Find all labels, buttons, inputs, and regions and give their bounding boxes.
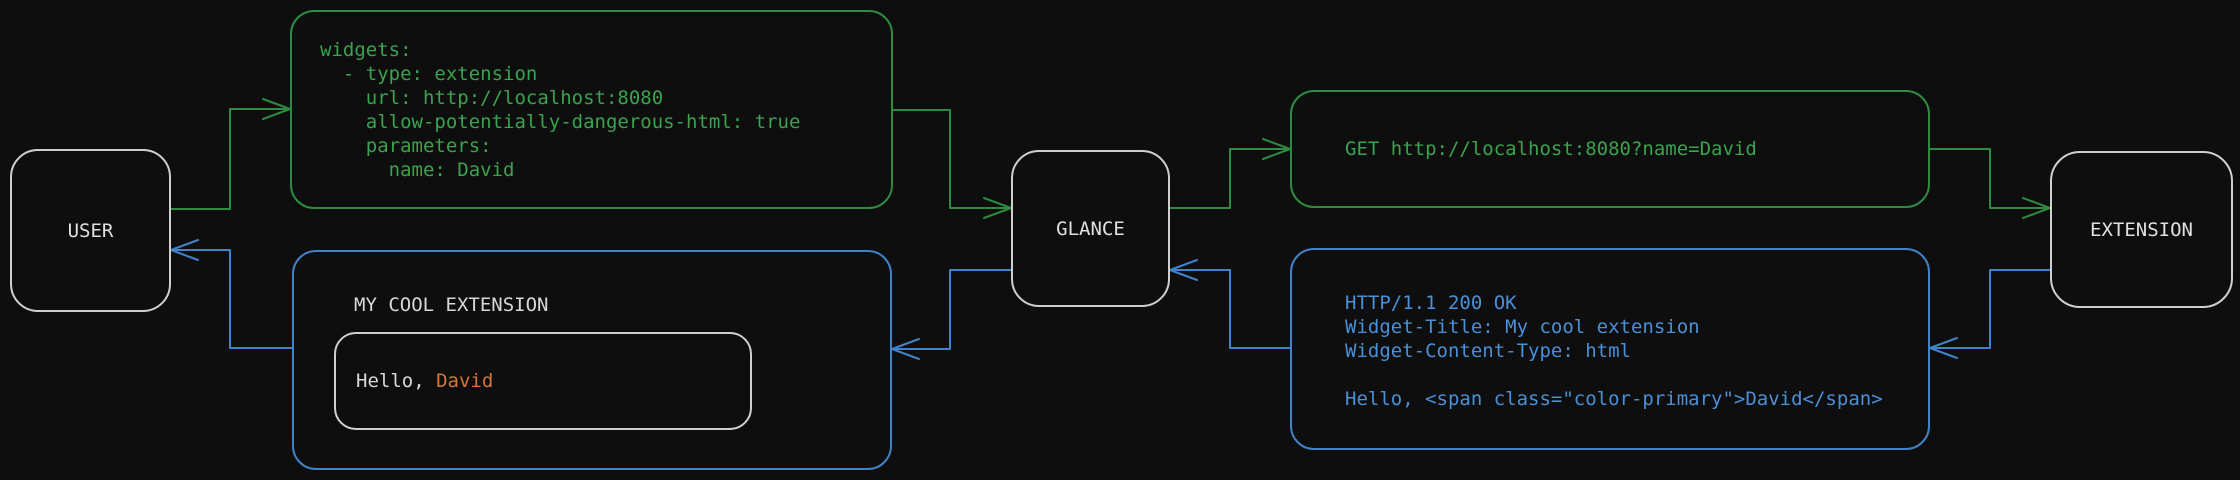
arrow-widget-to-user: [170, 239, 293, 349]
glance-node-label: GLANCE: [1056, 217, 1125, 240]
arrow-head: [891, 338, 920, 360]
arrow-head: [170, 239, 199, 261]
rendered-widget-box: MY COOL EXTENSION Hello, David: [292, 250, 892, 470]
arrow-user-to-config: [170, 98, 291, 210]
http-response-box: HTTP/1.1 200 OK Widget-Title: My cool ex…: [1290, 248, 1930, 450]
yaml-config-box: widgets: - type: extension url: http://l…: [290, 10, 893, 209]
arrow-head: [1929, 337, 1958, 359]
user-node: USER: [10, 149, 171, 312]
yaml-config-code: widgets: - type: extension url: http://l…: [320, 39, 801, 181]
arrow-shaft: [891, 269, 1012, 350]
http-get-request-box: GET http://localhost:8080?name=David: [1290, 90, 1930, 208]
arrow-shaft: [170, 108, 291, 210]
greeting-name: David: [436, 370, 494, 392]
user-node-label: USER: [67, 219, 114, 242]
arrow-shaft: [1929, 148, 2051, 209]
widget-greeting-box: Hello, David: [334, 332, 752, 430]
extension-node: EXTENSION: [2050, 151, 2233, 308]
greeting-prefix: Hello,: [356, 370, 437, 392]
arrow-response-to-glance: [1169, 259, 1291, 349]
arrow-shaft: [170, 249, 293, 349]
arrow-glance-to-widget: [891, 269, 1012, 360]
arrow-shaft: [892, 109, 1012, 209]
widget-title: MY COOL EXTENSION: [354, 294, 549, 316]
arrow-request-to-extension: [1929, 148, 2051, 219]
arrow-glance-to-request: [1169, 138, 1291, 209]
extension-node-label: EXTENSION: [2090, 218, 2193, 241]
arrow-head: [1169, 259, 1198, 281]
glance-node: GLANCE: [1011, 150, 1170, 307]
arrow-shaft: [1169, 269, 1291, 349]
arrow-shaft: [1929, 269, 2051, 349]
http-response-code: HTTP/1.1 200 OK Widget-Title: My cool ex…: [1345, 292, 1883, 410]
http-get-request-code: GET http://localhost:8080?name=David: [1345, 138, 1757, 160]
arrow-extension-to-response: [1929, 269, 2051, 359]
arrow-config-to-glance: [892, 109, 1012, 219]
arrow-shaft: [1169, 148, 1291, 209]
